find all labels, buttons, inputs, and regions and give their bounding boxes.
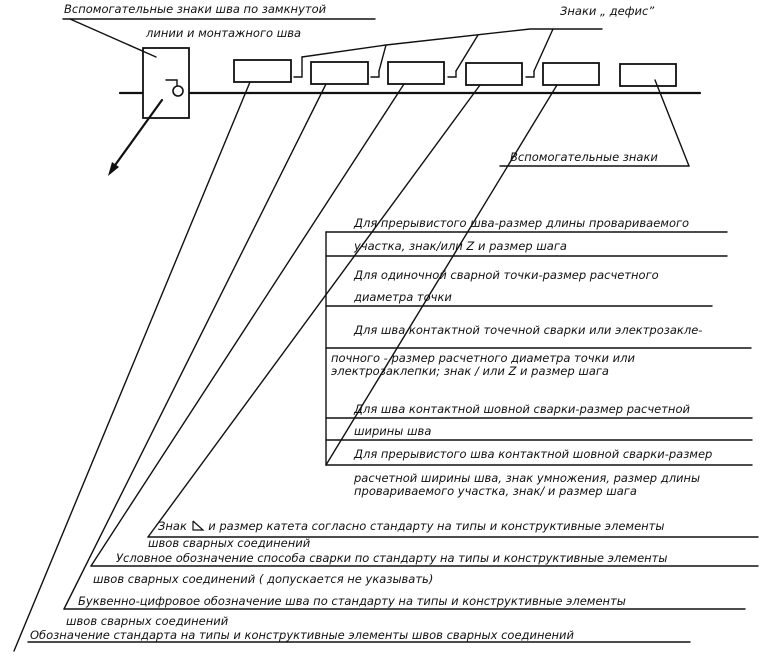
- leg-label-prefix: Знак: [158, 519, 187, 533]
- note-intermittent-line2: участка, знак/или Z и размер шага: [354, 239, 567, 253]
- fillet-triangle-icon: [191, 520, 205, 531]
- leader-box4-leg: [147, 84, 481, 538]
- note-seam-interm-line1: Для прерывистого шва контактной шовной с…: [354, 447, 713, 461]
- hyphen-signs-label: Знаки „ дефис”: [560, 4, 655, 18]
- hyphen-mark-1: [293, 70, 303, 78]
- hyphen-leader-3: [455, 34, 479, 72]
- hyphen-leader-4: [533, 28, 554, 72]
- leader-box2-alnum: [63, 83, 327, 610]
- field-box-3: [387, 61, 445, 85]
- field-box-2: [310, 61, 369, 85]
- alnum-label-line1: Буквенно-цифровое обозначение шва по ста…: [78, 594, 626, 608]
- note-seam-interm-line2: расчетной ширины шва, знак умножения, ра…: [354, 471, 701, 485]
- arrow-shaft: [111, 98, 164, 170]
- note-seam-width-line1: Для шва контактной шовной сварки-размер …: [354, 402, 690, 416]
- aux-close-label-line1: Вспомогательные знаки шва по замкнутой: [64, 2, 327, 16]
- leg-label-text: и размер катета согласно стандарту на ти…: [208, 519, 665, 533]
- note-contact-spot-line2: почного - размер расчетного диаметра точ…: [331, 351, 635, 365]
- hyphen-leader-base: [301, 28, 603, 58]
- aux-signs-label: Вспомогательные знаки: [510, 150, 658, 164]
- hyphen-mark-4: [525, 70, 535, 78]
- hyphen-leader-2: [378, 44, 387, 72]
- field-box-1: [233, 59, 292, 83]
- note-seam-interm-line3: провариваемого участка, знак/ и размер ш…: [354, 484, 637, 498]
- note-contact-spot-line1: Для шва контактной точечной сварки или э…: [354, 323, 703, 337]
- aux-sign-square: [142, 47, 190, 119]
- leader-box5-notes: [325, 84, 558, 466]
- aux-close-leader: [69, 18, 157, 58]
- note-contact-spot-line3: электрозаклепки; знак / или Z и размер ш…: [331, 364, 609, 378]
- note-seam-width-line2: ширины шва: [354, 424, 432, 438]
- method-label-line2: швов сварных соединений ( допускается не…: [93, 572, 434, 586]
- note-single-spot-line2: диаметра точки: [354, 290, 452, 304]
- field-box-5: [542, 62, 600, 86]
- aux-signs-leader: [654, 79, 690, 167]
- field-box-6: [619, 63, 677, 87]
- field-box-4: [465, 62, 523, 86]
- hyphen-mark-3: [447, 70, 457, 78]
- leg-label-line1: Знак и размер катета согласно стандарту …: [158, 519, 664, 533]
- arrow-head: [108, 162, 119, 176]
- aux-close-label-line2: линии и монтажного шва: [146, 26, 302, 40]
- leader-box1-standard: [13, 81, 251, 652]
- leg-label-line2: швов сварных соединений: [148, 536, 311, 550]
- standard-label: Обозначение стандарта на типы и конструк…: [30, 628, 575, 642]
- note-intermittent-line1: Для прерывистого шва-размер длины провар…: [354, 216, 690, 230]
- hyphen-mark-2: [370, 70, 380, 78]
- method-label-line1: Условное обозначение способа сварки по с…: [116, 551, 668, 565]
- leader-box3-method: [90, 83, 405, 567]
- aux-sign-circle: [172, 85, 184, 97]
- alnum-label-line2: швов сварных соединений: [66, 614, 229, 628]
- note-single-spot-line1: Для одиночной сварной точки-размер расче…: [354, 268, 659, 282]
